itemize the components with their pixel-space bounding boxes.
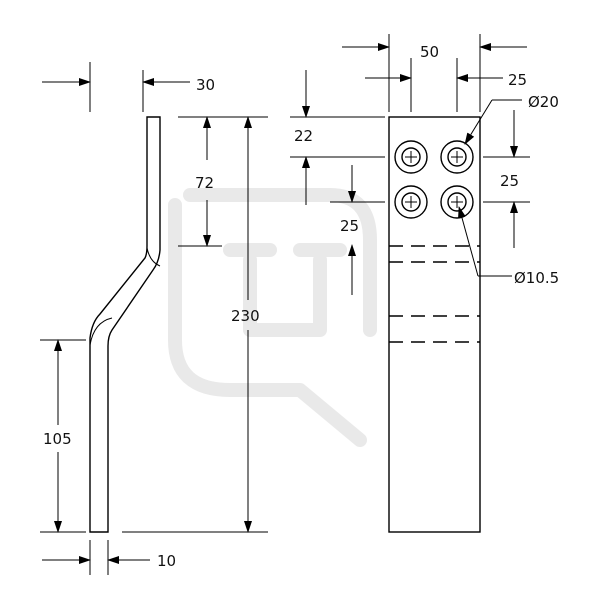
- front-view-holes: [394, 140, 474, 219]
- leader-large-hole: Ø20: [464, 93, 559, 145]
- dim-label-25-left: 25: [340, 217, 359, 235]
- side-view-profile: [89, 116, 161, 533]
- watermark-logo: [168, 188, 377, 447]
- dim-left-thickness: 10: [42, 552, 176, 570]
- dim-right-hole-offset-top: 22: [294, 70, 313, 205]
- front-view-plate: [388, 116, 481, 533]
- dim-label-72: 72: [195, 174, 214, 192]
- hole-top-left: [394, 140, 428, 174]
- leader-small-hole: Ø10.5: [458, 206, 559, 287]
- dim-label-230: 230: [231, 307, 260, 325]
- hole-bottom-right: [440, 185, 474, 219]
- dim-label-105: 105: [43, 430, 72, 448]
- dim-label-10: 10: [157, 552, 176, 570]
- front-view-extension-lines: [290, 34, 530, 203]
- dim-left-bottom-straight: 105: [43, 339, 72, 533]
- dim-label-25-top: 25: [508, 71, 527, 89]
- dim-label-dia-20: Ø20: [528, 93, 559, 111]
- dim-right-width: 50: [342, 43, 527, 61]
- dim-left-top-straight: 72: [195, 116, 214, 247]
- dim-label-25-right: 25: [500, 172, 519, 190]
- dim-right-hole-pitch-y: 25: [500, 110, 519, 248]
- dim-label-30: 30: [196, 76, 215, 94]
- dim-right-hole-offset-x: 25: [365, 71, 527, 89]
- dim-left-total-height: 230: [231, 116, 260, 533]
- hole-top-right: [440, 140, 474, 174]
- hole-bottom-left: [394, 185, 428, 219]
- dim-label-dia-10-5: Ø10.5: [514, 269, 559, 287]
- dim-right-hole-spacing-y: 25: [340, 165, 359, 295]
- dim-label-50: 50: [420, 43, 439, 61]
- front-view-hidden-lines: [389, 245, 480, 343]
- dim-left-top-width: 30: [42, 76, 215, 94]
- dim-label-22: 22: [294, 127, 313, 145]
